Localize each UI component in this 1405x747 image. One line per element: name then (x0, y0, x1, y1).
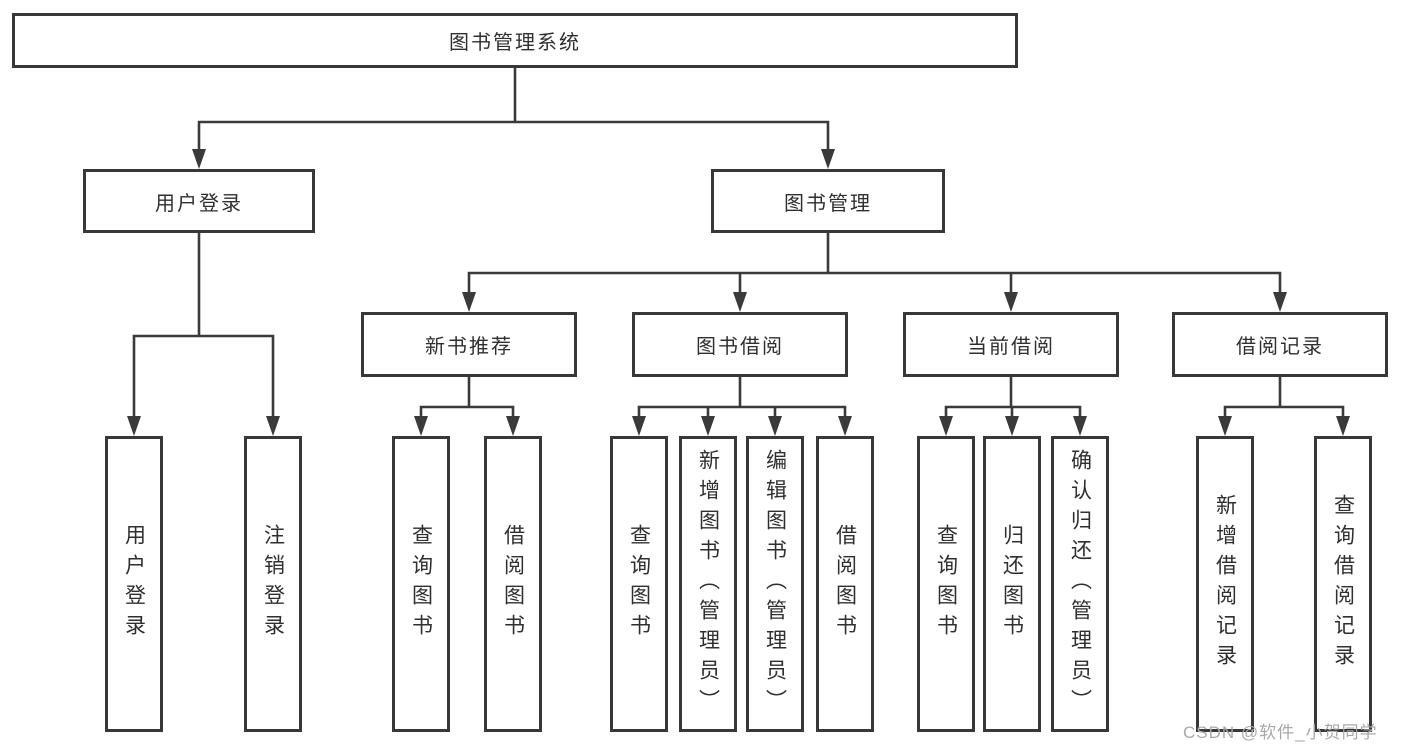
node-leaf-borrow-book-new-label: 借阅图书 (501, 524, 525, 644)
node-leaf-return-book: 归还图书 (983, 436, 1041, 732)
node-leaf-user-login-label: 用户登录 (122, 524, 146, 644)
node-leaf-logout-label: 注销登录 (261, 524, 285, 644)
arrowhead (733, 292, 747, 312)
node-leaf-add-book: 新增图书（管理员） (679, 436, 737, 732)
arrowhead (192, 149, 206, 169)
arrowhead (1073, 416, 1087, 436)
node-leaf-query-book-new-label: 查询图书 (409, 524, 433, 644)
node-leaf-return-book-label: 归还图书 (1000, 524, 1024, 644)
connector-userlogin-to-leaves (132, 231, 275, 420)
arrowhead (127, 416, 141, 436)
arrowhead (462, 292, 476, 312)
arrowhead (768, 416, 782, 436)
node-user-login-label: 用户登录 (155, 192, 243, 215)
arrowhead (1005, 416, 1019, 436)
arrowhead (414, 416, 428, 436)
node-leaf-edit-book: 编辑图书（管理员） (746, 436, 804, 732)
connector-borrowrecord-to-leaves (1223, 375, 1345, 420)
arrowhead (1004, 292, 1018, 312)
node-leaf-query-book-borrow: 查询图书 (610, 436, 668, 732)
node-book-mgmt: 图书管理 (711, 169, 945, 233)
connector-root-to-level2 (197, 66, 830, 153)
arrowhead (1218, 416, 1232, 436)
node-borrow-record-label: 借阅记录 (1236, 336, 1324, 358)
node-borrow-record: 借阅记录 (1172, 312, 1388, 377)
node-leaf-query-book-current-label: 查询图书 (934, 524, 958, 644)
arrowhead (939, 416, 953, 436)
node-book-mgmt-label: 图书管理 (784, 192, 872, 215)
arrowhead (506, 416, 520, 436)
node-book-borrow-label: 图书借阅 (696, 336, 784, 358)
connector-newbookrec-to-leaves (419, 375, 515, 420)
node-leaf-borrow-book-borrow: 借阅图书 (816, 436, 874, 732)
arrowhead (1273, 292, 1287, 312)
node-new-book-rec-label: 新书推荐 (425, 336, 513, 358)
node-root-label: 图书管理系统 (449, 32, 581, 54)
node-leaf-add-borrow-record-label: 新增借阅记录 (1213, 494, 1237, 674)
node-leaf-query-borrow-record: 查询借阅记录 (1314, 436, 1372, 732)
node-leaf-query-book-borrow-label: 查询图书 (627, 524, 651, 644)
node-book-borrow: 图书借阅 (632, 312, 848, 377)
node-leaf-confirm-return-label: 确认归还（管理员） (1068, 449, 1092, 719)
node-leaf-borrow-book-new: 借阅图书 (484, 436, 542, 732)
connector-bookborrow-to-leaves (637, 375, 847, 420)
node-current-borrow: 当前借阅 (903, 312, 1119, 377)
node-leaf-query-book-current: 查询图书 (917, 436, 975, 732)
node-leaf-confirm-return: 确认归还（管理员） (1051, 436, 1109, 732)
node-new-book-rec: 新书推荐 (361, 312, 577, 377)
node-current-borrow-label: 当前借阅 (967, 336, 1055, 358)
node-leaf-logout: 注销登录 (244, 436, 302, 732)
arrowhead (1336, 416, 1350, 436)
node-leaf-add-borrow-record: 新增借阅记录 (1196, 436, 1254, 732)
node-leaf-query-borrow-record-label: 查询借阅记录 (1331, 494, 1355, 674)
node-leaf-user-login: 用户登录 (105, 436, 163, 732)
node-root: 图书管理系统 (12, 13, 1018, 68)
arrowhead (821, 149, 835, 169)
node-leaf-add-book-label: 新增图书（管理员） (696, 449, 720, 719)
arrowhead (266, 416, 280, 436)
watermark: CSDN @软件_小贺同学 (1183, 723, 1378, 742)
arrowhead (701, 416, 715, 436)
node-leaf-borrow-book-borrow-label: 借阅图书 (833, 524, 857, 644)
arrowhead (632, 416, 646, 436)
arrowhead (838, 416, 852, 436)
node-leaf-query-book-new: 查询图书 (392, 436, 450, 732)
connector-currentborrow-to-leaves (944, 375, 1082, 420)
node-user-login: 用户登录 (83, 169, 315, 233)
node-leaf-edit-book-label: 编辑图书（管理员） (763, 449, 787, 719)
connector-bookmgmt-to-level3 (467, 231, 1282, 296)
